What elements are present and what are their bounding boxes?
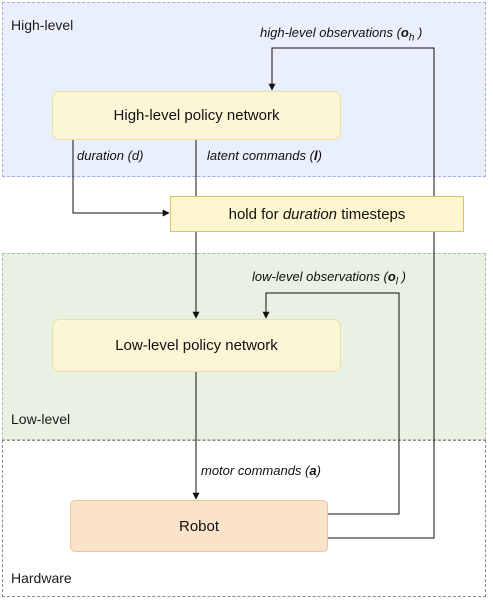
duration-suffix: ) [139, 148, 144, 163]
duration-prefix: duration ( [77, 148, 132, 163]
hold-emphasis: duration [282, 205, 338, 223]
duration-edge [72, 140, 170, 217]
latent-prefix: latent commands ( [207, 148, 314, 163]
low-level-observations-edge [262, 292, 400, 515]
high-obs-suffix: ) [414, 25, 423, 40]
high-obs-symbol: o [400, 25, 409, 40]
low-obs-subscript: l [395, 276, 399, 288]
hardware-region-label: Hardware [11, 570, 72, 586]
motor-symbol: a [309, 463, 317, 478]
hold-label: hold for duration timesteps [229, 206, 406, 223]
low-obs-symbol: o [387, 269, 396, 284]
low-level-policy-label: Low-level policy network [115, 337, 278, 354]
latent-suffix: ) [317, 148, 322, 163]
high-level-observations-edge [268, 47, 435, 539]
high-obs-prefix: high-level observations ( [260, 25, 401, 40]
hold-duration-node: hold for duration timesteps [170, 196, 464, 232]
motor-prefix: motor commands ( [201, 463, 310, 478]
robot-node: Robot [70, 500, 328, 552]
high-level-policy-node: High-level policy network [52, 91, 341, 140]
motor-suffix: ) [316, 463, 321, 478]
hold-prefix: hold for [228, 205, 283, 223]
high-level-policy-label: High-level policy network [113, 107, 280, 124]
duration-label: duration (d) [77, 148, 144, 163]
robot-label: Robot [178, 517, 220, 535]
hold-suffix: timesteps [337, 205, 406, 223]
low-level-observations-label: low-level observations (ol ) [252, 269, 406, 288]
motor-commands-label: motor commands (a) [201, 463, 321, 478]
latent-commands-label: latent commands (l) [207, 148, 322, 163]
high-level-region-label: High-level [11, 17, 74, 33]
duration-symbol: d [131, 148, 140, 163]
low-obs-prefix: low-level observations ( [252, 269, 388, 284]
low-level-policy-node: Low-level policy network [52, 319, 341, 372]
latent-symbol: l [313, 148, 318, 163]
high-level-region [2, 2, 486, 177]
high-obs-subscript: h [408, 32, 415, 44]
low-level-region-label: Low-level [11, 411, 71, 427]
low-obs-suffix: ) [398, 269, 406, 284]
high-level-observations-label: high-level observations (oh ) [260, 25, 422, 44]
